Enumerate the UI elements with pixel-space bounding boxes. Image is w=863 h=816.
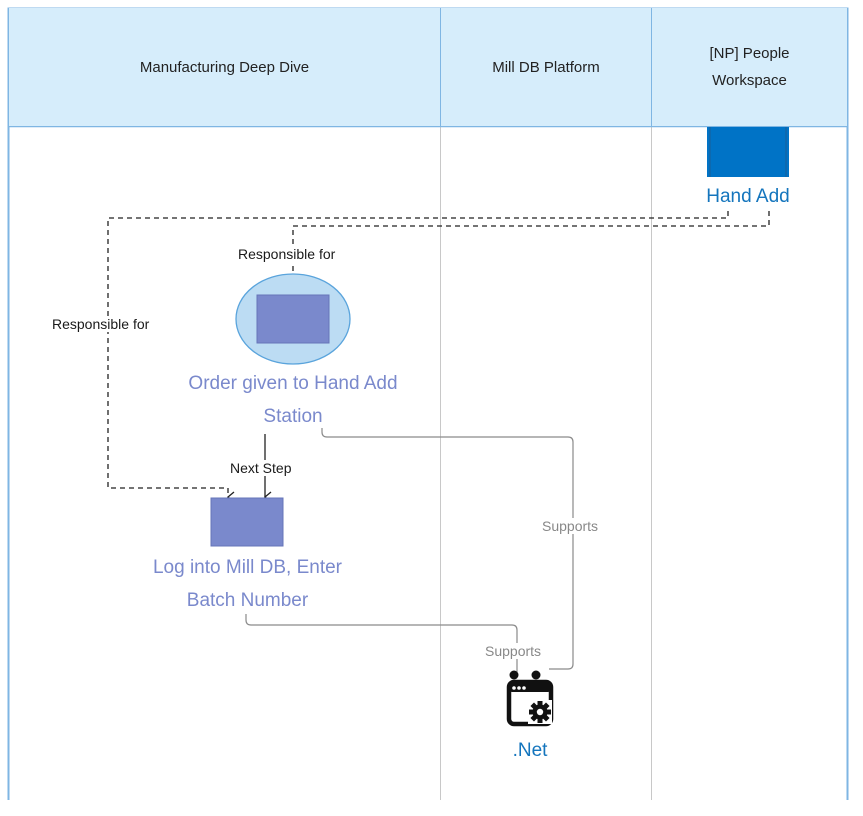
- order-box[interactable]: [256, 294, 330, 344]
- connector-responsible-log[interactable]: [107, 211, 729, 503]
- connector-supports-order[interactable]: [321, 428, 574, 670]
- connector-label-supports-log: Supports: [483, 643, 544, 659]
- log-into-label: Log into Mill DB, Enter Batch Number: [152, 557, 343, 611]
- connector-label-responsible-top: Responsible for: [236, 246, 338, 262]
- lane-header-manufacturing: Manufacturing Deep Dive: [9, 8, 440, 126]
- lane-header-people-workspace: [NP] People Workspace: [652, 8, 847, 126]
- hand-add-box[interactable]: [707, 127, 789, 177]
- connector-label-next-step: Next Step: [228, 460, 294, 476]
- app-gear-icon[interactable]: [506, 670, 554, 727]
- lane-title: Manufacturing Deep Dive: [139, 58, 310, 76]
- log-into-box[interactable]: [210, 497, 284, 547]
- order-label: Order given to Hand Add Station: [188, 373, 398, 427]
- lane-title: Mill DB Platform: [492, 58, 600, 76]
- connector-supports-log[interactable]: [245, 614, 518, 673]
- lane-header-mill-db: Mill DB Platform: [441, 8, 651, 126]
- hand-add-label: Hand Add: [706, 186, 790, 207]
- lane-title: [NP] People Workspace: [709, 45, 790, 89]
- dotnet-label: .Net: [512, 740, 548, 761]
- connector-label-supports-order: Supports: [540, 518, 601, 534]
- connector-label-responsible-left: Responsible for: [50, 316, 152, 332]
- connector-responsible-order[interactable]: [291, 211, 770, 301]
